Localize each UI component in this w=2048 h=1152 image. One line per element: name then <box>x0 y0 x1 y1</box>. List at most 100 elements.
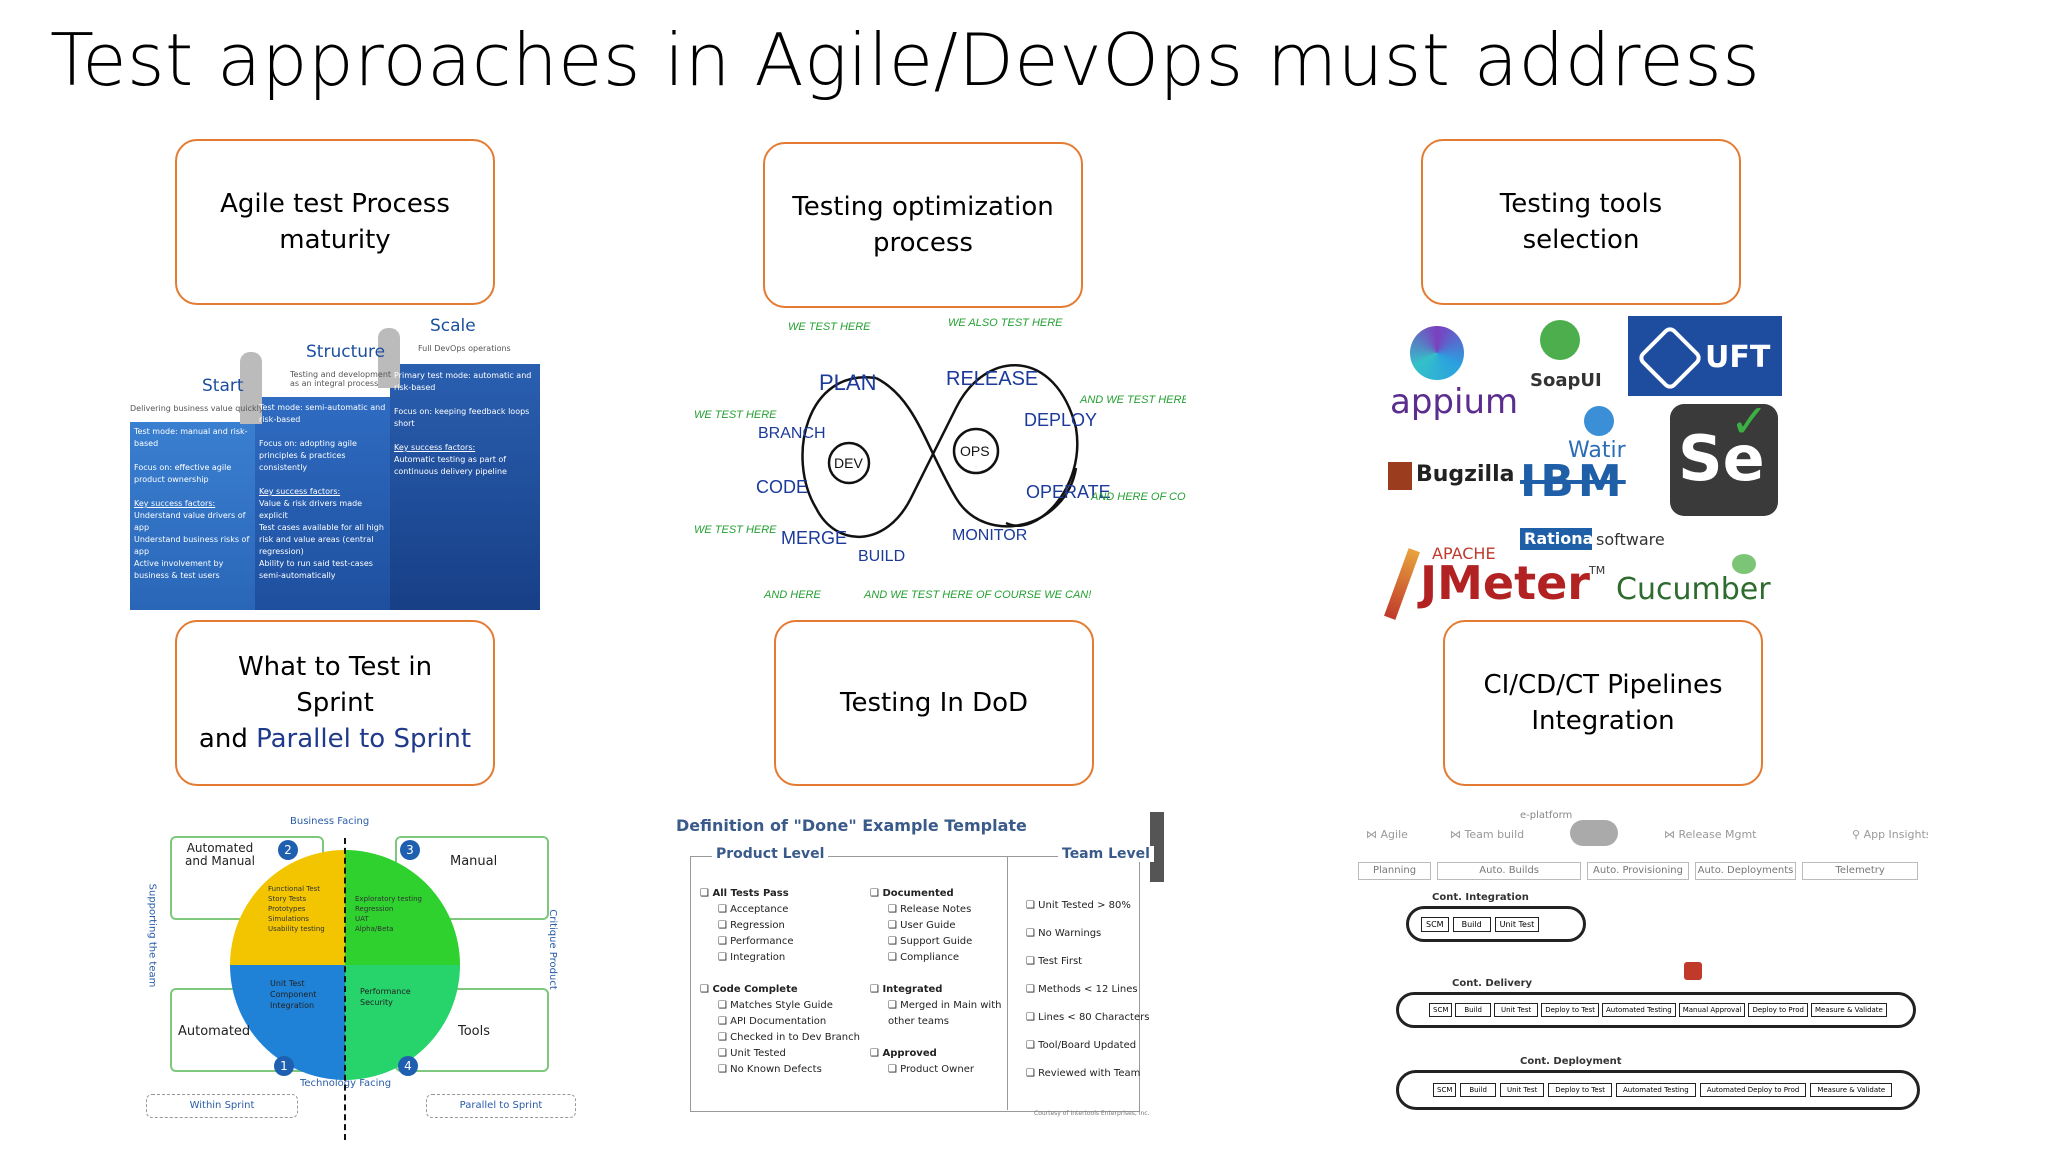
pipe-step: Manual Approval <box>1678 1003 1746 1017</box>
sprint-divider <box>344 838 346 1140</box>
pipeline-top-item: ⋈ Agile <box>1366 828 1408 841</box>
quadrant-item: Integration <box>270 1001 315 1010</box>
dod-item: Merged in Main with other teams <box>888 1000 1002 1027</box>
maturity-text: Key success factors: <box>259 487 341 496</box>
ops-label: OPS <box>960 443 990 459</box>
pipeline-stage-label: Auto. Provisioning <box>1587 862 1689 880</box>
q4-label: Tools <box>458 1024 491 1039</box>
tools-logos-image: appium SoapUI UFT Watir Se ✓ Bugzilla IB… <box>1380 312 1790 622</box>
cdep-label: Cont. Deployment <box>1520 1056 1622 1067</box>
quadrant-number: 4 <box>398 1056 418 1076</box>
dod-item: API Documentation <box>730 1016 827 1027</box>
build-label: BUILD <box>858 548 905 565</box>
dod-team-col: ❑ Unit Tested > 80% ❑ No Warnings ❑ Test… <box>1026 900 1150 1079</box>
q1-label: Automated <box>178 1024 251 1039</box>
dod-item: Matches Style Guide <box>730 1000 833 1011</box>
dod-item: Regression <box>730 920 785 931</box>
dod-item: User Guide <box>900 920 956 931</box>
pipeline-stage-label: Auto. Builds <box>1437 862 1582 880</box>
dod-heading: Approved <box>882 1048 937 1059</box>
green-note: AND WE TEST HERE <box>863 589 973 601</box>
maturity-col2-text: Test mode: semi-automatic and risk-based… <box>259 402 387 582</box>
maturity-column-start <box>130 422 255 610</box>
dod-item: Compliance <box>900 952 960 963</box>
maturity-scale-sub: Full DevOps operations <box>418 344 511 353</box>
quadrant-item: Functional Test <box>268 885 321 893</box>
plan-label: PLAN <box>819 370 876 395</box>
green-note: WE TEST HERE <box>694 524 777 536</box>
pipe-step: Automated Deploy to Prod <box>1699 1083 1807 1097</box>
quadrant-item: Simulations <box>268 915 309 923</box>
quadrant-item: Alpha/Beta <box>355 925 394 933</box>
soapui-logo-text: SoapUI <box>1530 370 1602 391</box>
pipe-step: SCM <box>1433 1083 1457 1097</box>
pipeline-top-item: ⚲ App Insights <box>1852 828 1928 841</box>
ibm-logo-text: IBM <box>1520 456 1626 507</box>
quadrant-item: UAT <box>355 915 369 923</box>
pipe-step: Measure & Validate <box>1810 1003 1887 1017</box>
maturity-text: Value & risk drivers made explicit <box>259 499 363 520</box>
topic-text: What to Test in Sprint <box>237 652 433 718</box>
pipeline-stage-label: Planning <box>1358 862 1432 880</box>
maturity-text: Key success factors: <box>134 499 216 508</box>
software-text: software <box>1596 530 1665 549</box>
pipe-step: SCM <box>1429 1003 1453 1017</box>
parallel-sprint-label: Parallel to Sprint <box>426 1094 576 1118</box>
apache-feather-icon <box>1384 548 1420 620</box>
maturity-text: Ability to run said test-cases semi-auto… <box>259 559 373 580</box>
maturity-start-label: Start <box>202 376 244 396</box>
dod-product-level: Product Level <box>712 846 829 862</box>
pipeline-stage-label: Telemetry <box>1802 862 1918 880</box>
within-sprint-label: Within Sprint <box>146 1094 298 1118</box>
pipe-step: Deploy to Prod <box>1748 1003 1808 1017</box>
dod-item: Reviewed with Team <box>1038 1068 1141 1079</box>
dod-heading: Integrated <box>882 984 943 995</box>
maturity-text: Understand business risks of app <box>134 535 250 556</box>
dod-col-a: ❑ All Tests Pass ❑ Acceptance ❑ Regressi… <box>700 888 860 1075</box>
pipe-step: Automated Testing <box>1616 1083 1696 1097</box>
dod-divider <box>1007 856 1008 1110</box>
maturity-text: Focus on: adopting agile principles & pr… <box>259 439 357 472</box>
dod-item: Integration <box>730 952 786 963</box>
agile-testing-quadrants-image: Business Facing Technology Facing Suppor… <box>130 810 580 1140</box>
check-icon: ✓ <box>1730 394 1769 448</box>
maturity-start-sub: Delivering business value quickly <box>130 404 264 413</box>
release-label: RELEASE <box>946 368 1038 390</box>
rational-badge <box>1520 528 1592 550</box>
quadrant-item: Prototypes <box>268 905 306 913</box>
dod-item: Methods < 12 Lines <box>1038 984 1138 995</box>
deploy-label: DEPLOY <box>1024 410 1097 430</box>
quadrant-item: Unit Test <box>270 979 305 988</box>
maturity-text: Primary test mode: automatic and risk-ba… <box>394 371 532 392</box>
ci-pipe: SCM Build Unit Test <box>1406 906 1586 942</box>
dod-frame <box>690 856 1140 1112</box>
dod-item: Lines < 80 Characters <box>1038 1012 1150 1023</box>
appium-icon <box>1410 326 1464 380</box>
maturity-text: Focus on: effective agile product owners… <box>134 463 232 484</box>
quadrant-circle <box>230 850 460 1080</box>
devops-loop-drawing: DEV OPS PLAN BRANCH CODE MERGE BUILD REL… <box>694 317 1186 601</box>
dod-item: Test First <box>1038 956 1083 967</box>
green-note: OF COURSE WE CAN! <box>976 589 1091 601</box>
bugzilla-icon <box>1388 462 1412 490</box>
quadrant-item: Regression <box>355 905 394 913</box>
topic-testing-tools-selection: Testing tools selection <box>1421 139 1741 305</box>
quadrant-item: Performance <box>360 987 411 996</box>
dod-item: Unit Tested > 80% <box>1038 900 1131 911</box>
cdep-pipe: SCM Build Unit Test Deploy to Test Autom… <box>1396 1070 1920 1110</box>
q2-label: Automated and Manual <box>185 841 255 868</box>
devops-loop-image: DEV OPS PLAN BRANCH CODE MERGE BUILD REL… <box>686 308 1186 613</box>
operate-label: OPERATE <box>1026 482 1111 502</box>
rational-logo-text: Rational. <box>1524 529 1605 548</box>
maturity-text: Test mode: manual and risk-based <box>134 427 248 448</box>
pipe-step: Build <box>1460 1083 1496 1097</box>
dod-item: Checked in to Dev Branch <box>730 1032 860 1043</box>
dod-heading: Code Complete <box>712 984 798 995</box>
monitor-label: MONITOR <box>952 527 1027 544</box>
jmeter-logo-text: JMeter <box>1420 556 1590 610</box>
pipeline-top-label: Agile <box>1380 828 1408 841</box>
side-toolbar <box>1150 812 1164 882</box>
pipe-step: Unit Test <box>1499 1083 1545 1097</box>
